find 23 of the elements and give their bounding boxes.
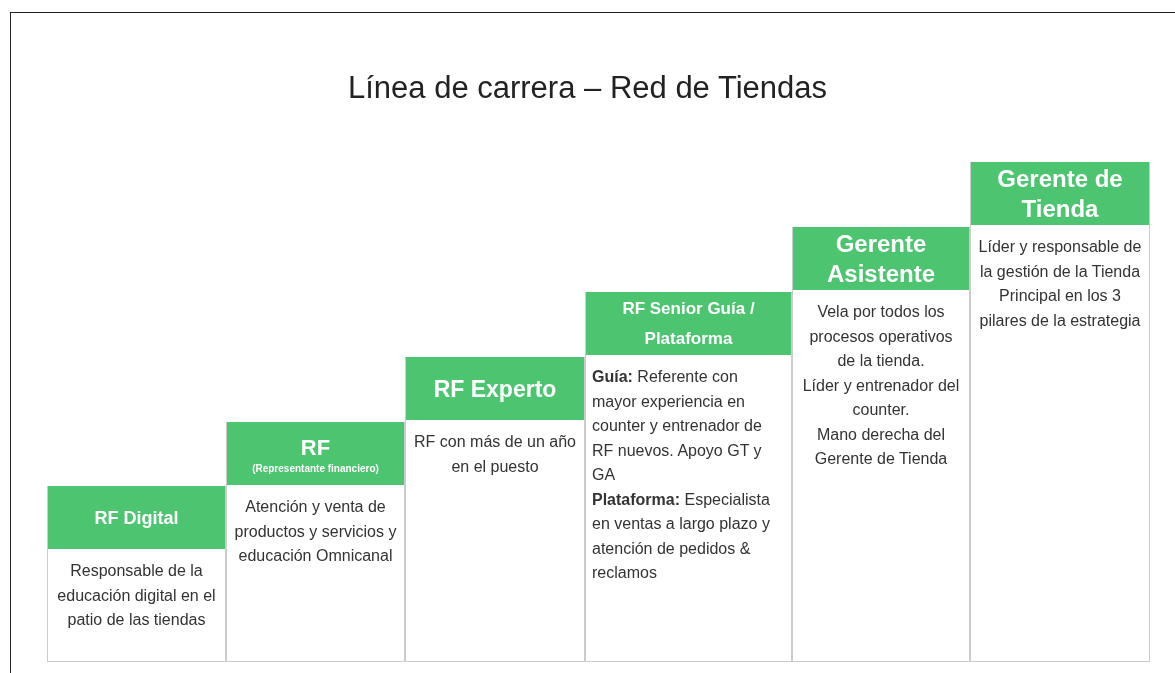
- career-step-column: [47, 486, 226, 662]
- step-description: Líder y entrenador del counter.: [801, 375, 961, 420]
- career-step-column: [792, 227, 970, 662]
- step-title: RF: [300, 434, 331, 462]
- title: Línea de carrera – Red de Tiendas: [346, 70, 829, 106]
- step-description: Guía: Referente con mayor experiencia en counter y entrenador de RF nuevos. Apoyo GT y GA: [592, 367, 763, 485]
- career-step-column: [226, 422, 405, 662]
- step-description: Responsable de la educación digital en el patio de las tiendas: [56, 561, 217, 630]
- step-description: Atención y venta de productos y servicios y educación Omnicanal: [233, 497, 398, 566]
- step-title: RF Senior Guía / Plataforma: [621, 297, 756, 350]
- career-step-column: [405, 357, 585, 662]
- step-title: RF Experto: [433, 374, 557, 404]
- step-title: Gerente de Tienda: [996, 163, 1124, 224]
- career-step-column: [585, 292, 792, 662]
- career-step-column: [970, 162, 1150, 662]
- step-title: RF Digital: [94, 506, 179, 530]
- step-description: Mano derecha del Gerente de Tienda: [813, 424, 949, 469]
- step-description: Líder y responsable de la gestión de la Tienda Principal en los 3 pilares de la estrategia: [977, 237, 1143, 331]
- step-description: Vela por todos los procesos operativos de la tienda.: [808, 302, 954, 371]
- step-description: Plataforma: Especialista en ventas a largo plazo y atención de pedidos & reclamos: [592, 489, 771, 583]
- step-description: RF con más de un año en el puesto: [413, 432, 577, 477]
- step-title: Gerente Asistente: [825, 228, 936, 289]
- step-subtitle: (Representante financiero): [252, 463, 379, 474]
